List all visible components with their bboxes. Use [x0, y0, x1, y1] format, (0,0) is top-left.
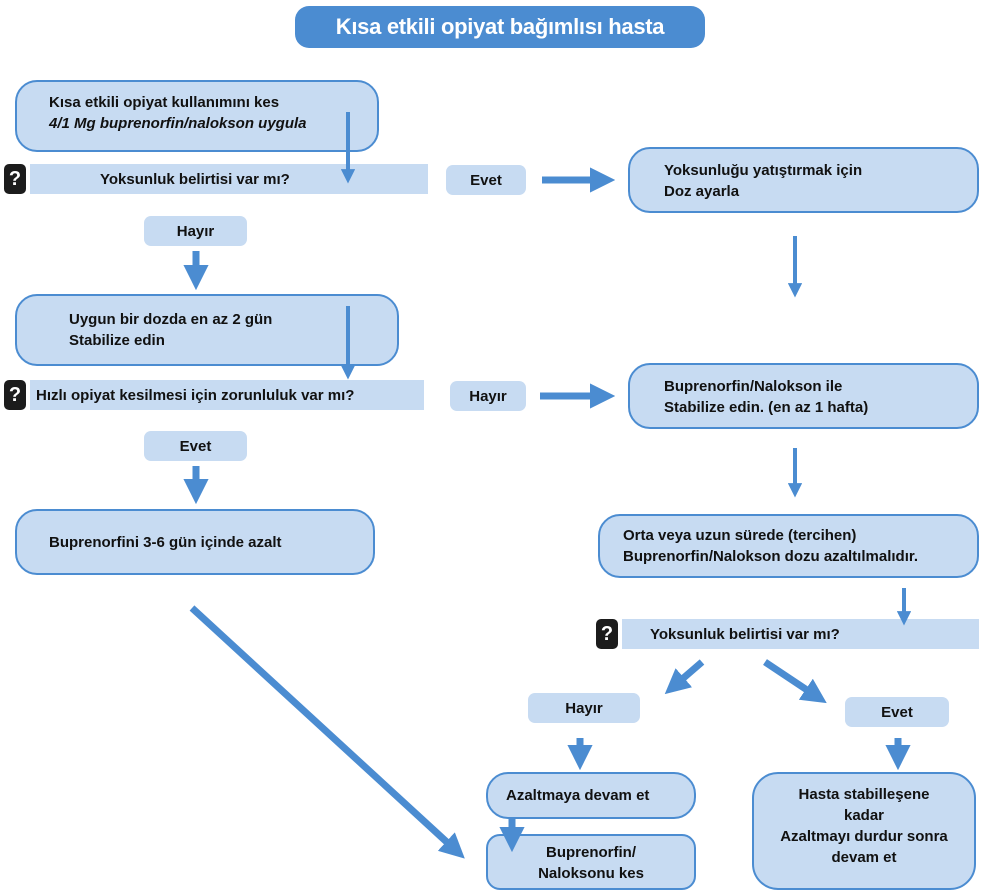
q3-no-label: Hayır	[528, 693, 640, 723]
reduce-3-6-days-text: Buprenorfini 3-6 gün içinde azalt	[49, 533, 282, 551]
q1-no-label: Hayır	[144, 216, 247, 246]
stabilize-2-days-box: Uygun bir dozda en az 2 gün Stabilize ed…	[15, 294, 399, 366]
stabilize-week-line2: Stabilize edin. (en az 1 hafta)	[664, 399, 869, 416]
continue-taper-box: Azaltmaya devam et	[486, 772, 696, 819]
q2-bar: Hızlı opiyat kesilmesi için zorunluluk v…	[30, 380, 424, 410]
pause-taper-box: Hasta stabilleşene kadar Azaltmayı durdu…	[752, 772, 976, 890]
adjust-dose-box: Yoksunluğu yatıştırmak için Doz ayarla	[628, 147, 979, 213]
question-icon: ?	[596, 619, 618, 649]
question-icon: ?	[4, 164, 26, 194]
stabilize-2-days-line2: Stabilize edin	[69, 332, 165, 349]
diagram-title: Kısa etkili opiyat bağımlısı hasta	[295, 6, 705, 48]
stabilize-2-days-line1: Uygun bir dozda en az 2 gün	[69, 311, 273, 328]
q2-yes-label: Evet	[144, 431, 247, 461]
stop-opiate-box: Kısa etkili opiyat kullanımını kes 4/1 M…	[15, 80, 379, 152]
pause-taper-line4: devam et	[831, 849, 897, 866]
adjust-dose-line1: Yoksunluğu yatıştırmak için	[664, 162, 863, 179]
stabilize-week-box: Buprenorfin/Nalokson ile Stabilize edin.…	[628, 363, 979, 429]
adjust-dose-line2: Doz ayarla	[664, 183, 740, 200]
taper-line2: Buprenorfin/Nalokson dozu azaltılmalıdır…	[623, 548, 919, 565]
stop-buprenorphine-line2: Naloksonu kes	[538, 865, 644, 882]
stop-buprenorphine-line1: Buprenorfin/	[546, 844, 636, 861]
arrow-reduce-to-stop	[189, 605, 465, 859]
taper-box: Orta veya uzun sürede (tercihen) Bupreno…	[598, 514, 979, 578]
reduce-3-6-days-box: Buprenorfini 3-6 gün içinde azalt	[15, 509, 375, 575]
stop-opiate-line2: 4/1 Mg buprenorfin/nalokson uygula	[49, 115, 307, 132]
q3-bar: Yoksunluk belirtisi var mı?	[622, 619, 979, 649]
arrow-q3-to-evet	[763, 659, 827, 704]
continue-taper-text: Azaltmaya devam et	[506, 787, 650, 804]
q1-yes-label: Evet	[446, 165, 526, 195]
q2-no-label: Hayır	[450, 381, 526, 411]
pause-taper-line3: Azaltmayı durdur sonra	[780, 828, 948, 845]
stabilize-week-line1: Buprenorfin/Nalokson ile	[664, 378, 843, 395]
taper-line1: Orta veya uzun sürede (tercihen)	[623, 527, 857, 544]
stop-opiate-line1: Kısa etkili opiyat kullanımını kes	[49, 94, 280, 111]
q1-bar: Yoksunluk belirtisi var mı?	[30, 164, 428, 194]
pause-taper-line1: Hasta stabilleşene	[798, 786, 930, 803]
q3-yes-label: Evet	[845, 697, 949, 727]
arrow-q3-to-hayir	[664, 659, 705, 695]
question-icon: ?	[4, 380, 26, 410]
pause-taper-line2: kadar	[843, 807, 885, 824]
